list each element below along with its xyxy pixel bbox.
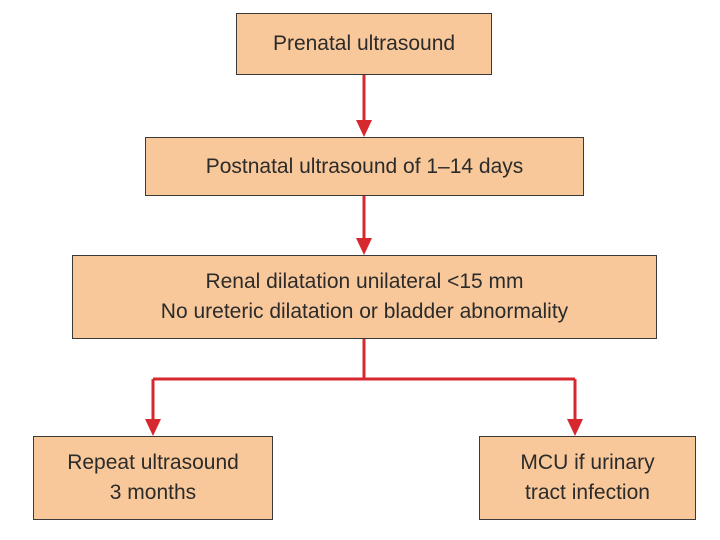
renal-dilatation-line-2: No ureteric dilatation or bladder abnorm…: [160, 300, 569, 323]
mcu-line-2: tract infection: [525, 481, 650, 504]
prenatal-ultrasound-text: Prenatal ultrasound: [272, 32, 456, 55]
repeat-ultrasound-box: Repeat ultrasound 3 months: [33, 436, 273, 520]
postnatal-ultrasound-text: Postnatal ultrasound of 1–14 days: [205, 154, 524, 178]
prenatal-ultrasound-box: Prenatal ultrasound: [236, 13, 492, 75]
repeat-ultrasound-line-2: 3 months: [109, 481, 197, 504]
arrowhead-postnatal: [356, 120, 372, 137]
mcu-line-1: MCU if urinary: [520, 451, 655, 474]
postnatal-ultrasound-box: Postnatal ultrasound of 1–14 days: [145, 137, 584, 196]
arrowhead-mcu: [567, 419, 583, 436]
repeat-ultrasound-line-1: Repeat ultrasound: [67, 451, 239, 474]
renal-dilatation-box: Renal dilatation unilateral <15 mm No ur…: [72, 255, 657, 339]
arrowhead-renal: [356, 238, 372, 255]
renal-dilatation-line-1: Renal dilatation unilateral <15 mm: [205, 270, 524, 293]
arrowhead-repeat: [145, 419, 161, 436]
mcu-box: MCU if urinary tract infection: [479, 436, 696, 520]
